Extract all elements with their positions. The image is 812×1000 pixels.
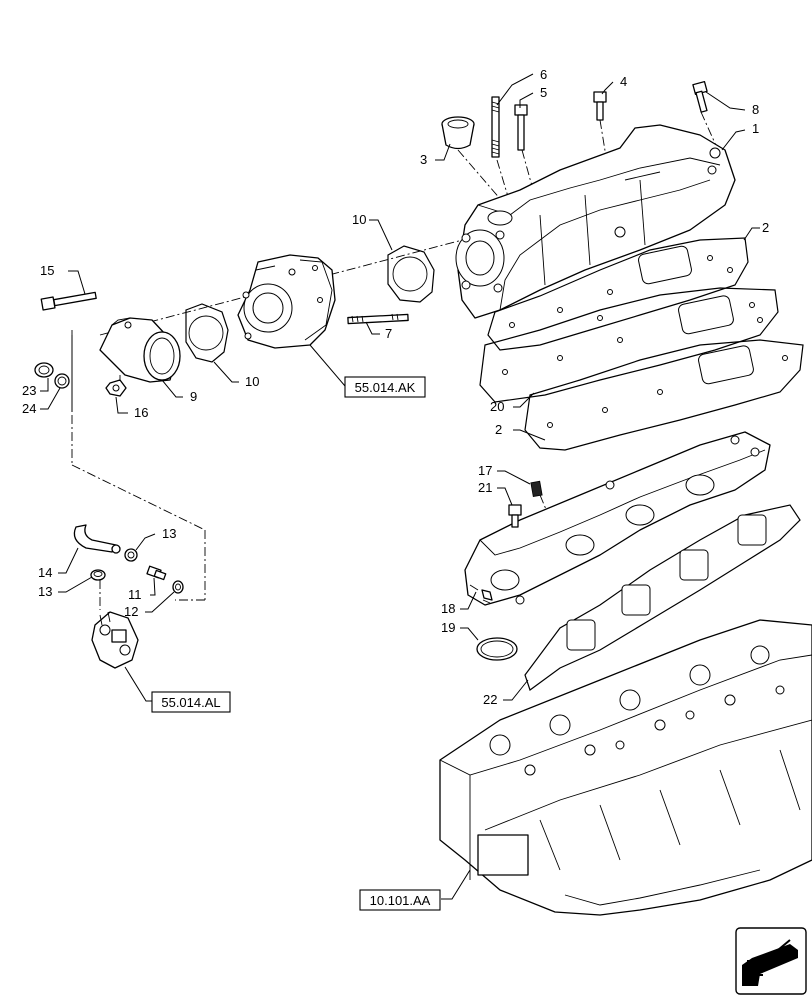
- nut-16: [105, 379, 127, 397]
- callout-16: 16: [134, 405, 148, 420]
- washer-12: [172, 580, 184, 594]
- callout-21: 21: [478, 480, 492, 495]
- callout-14: 14: [38, 565, 52, 580]
- callout-numbers: 6 5 4 8 1 3 2 10 15 7 9 10 23 24 16 20 2…: [22, 67, 769, 707]
- cylinder-head: [439, 619, 812, 916]
- sensor: [91, 611, 139, 669]
- plug-23: [34, 362, 54, 378]
- callout-2-upper: 2: [762, 220, 769, 235]
- callout-15: 15: [40, 263, 54, 278]
- callout-3: 3: [420, 152, 427, 167]
- gasket-2-upper: [487, 237, 749, 351]
- throttle-body: [237, 254, 336, 349]
- ref-throttle-box[interactable]: 55.014.AK: [344, 376, 426, 398]
- return-arrow-icon[interactable]: [735, 927, 807, 995]
- callout-5: 5: [540, 85, 547, 100]
- washer-24: [54, 373, 70, 389]
- callout-13-upper: 13: [162, 526, 176, 541]
- ref-sensor-label: 55.014.AL: [161, 695, 220, 710]
- bolt-8: [692, 80, 708, 113]
- seal-ring-19: [476, 637, 518, 661]
- callout-22: 22: [483, 692, 497, 707]
- leader-lines: [40, 73, 760, 900]
- callout-13-lower: 13: [38, 584, 52, 599]
- intake-elbow-9: [99, 317, 181, 383]
- gasket-10-left: [185, 303, 229, 363]
- callout-10-left: 10: [245, 374, 259, 389]
- gasket-10-right: [387, 245, 435, 303]
- callout-9: 9: [190, 389, 197, 404]
- ref-throttle-label: 55.014.AK: [355, 380, 416, 395]
- callout-10-right: 10: [352, 212, 366, 227]
- gasket-2-lower: [524, 339, 804, 451]
- sleeve-3: [441, 116, 475, 150]
- gasket-20: [479, 287, 779, 403]
- callout-4: 4: [620, 74, 627, 89]
- callout-17: 17: [478, 463, 492, 478]
- exhaust-manifold-18: [464, 431, 771, 606]
- callout-11: 11: [128, 587, 142, 602]
- callout-1: 1: [752, 121, 759, 136]
- callout-20: 20: [490, 399, 504, 414]
- callout-12: 12: [124, 604, 138, 619]
- ref-sensor-box[interactable]: 55.014.AL: [151, 691, 231, 713]
- stud-6: [491, 96, 500, 158]
- callout-24: 24: [22, 401, 36, 416]
- screw-17: [530, 480, 543, 498]
- bolt-4: [593, 91, 607, 121]
- callout-23: 23: [22, 383, 36, 398]
- gasket-22: [524, 504, 801, 691]
- callout-8: 8: [752, 102, 759, 117]
- hose-14: [73, 524, 121, 554]
- bolt-15: [40, 291, 97, 311]
- clip-13-upper: [124, 548, 138, 562]
- ref-cylinder-head-label: 10.101.AA: [370, 893, 431, 908]
- callout-19: 19: [441, 620, 455, 635]
- bolt-21: [508, 504, 522, 528]
- clip-13-lower: [90, 569, 106, 581]
- callout-6: 6: [540, 67, 547, 82]
- callout-7: 7: [385, 326, 392, 341]
- ref-cylinder-head-box[interactable]: 10.101.AA: [359, 889, 441, 911]
- stud-7: [347, 313, 409, 325]
- bolt-5: [514, 104, 528, 151]
- callout-2-lower: 2: [495, 422, 502, 437]
- intake-manifold: [455, 124, 736, 319]
- fitting-11: [146, 565, 167, 581]
- callout-18: 18: [441, 601, 455, 616]
